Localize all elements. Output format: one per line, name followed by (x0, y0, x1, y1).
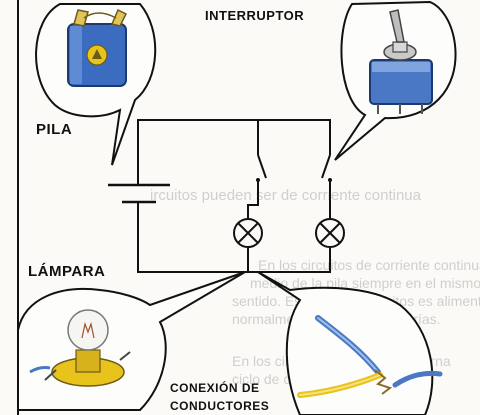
battery-symbol (108, 183, 170, 204)
battery-illustration-icon (67, 8, 128, 87)
switch-2-symbol (321, 154, 332, 182)
toggle-switch-illustration-icon (369, 9, 433, 114)
connection-callout (257, 271, 443, 415)
wire-switch-1-lamp-1 (247, 180, 259, 218)
switch-callout (334, 0, 457, 161)
lamp-2-symbol (315, 218, 345, 248)
conexion-label-line-2: CONDUCTORES (170, 399, 269, 413)
lamp-callout (17, 271, 246, 411)
pila-label: PILA (36, 121, 72, 138)
battery-callout (35, 3, 157, 166)
wire-top (137, 119, 331, 185)
circuit-wires (137, 119, 331, 273)
lampara-label: LÁMPARA (28, 263, 105, 280)
twisted-wires-illustration-icon (297, 315, 443, 398)
bg-text-line-1: ircuitos pueden ser de corriente continu… (150, 187, 422, 204)
wire-bottom (137, 202, 331, 273)
bg-text-line-2: En los circuitos de corriente continua (258, 257, 480, 273)
conexion-label-line-1: CONEXIÓN DE (170, 380, 260, 395)
bg-text-line-3: medio de la pila siempre en el mismo (250, 275, 480, 291)
lamp-bulb-illustration-icon (29, 309, 131, 387)
interruptor-label: INTERRUPTOR (205, 8, 304, 23)
switch-1-symbol (256, 154, 267, 182)
lamp-1-symbol (233, 218, 263, 248)
